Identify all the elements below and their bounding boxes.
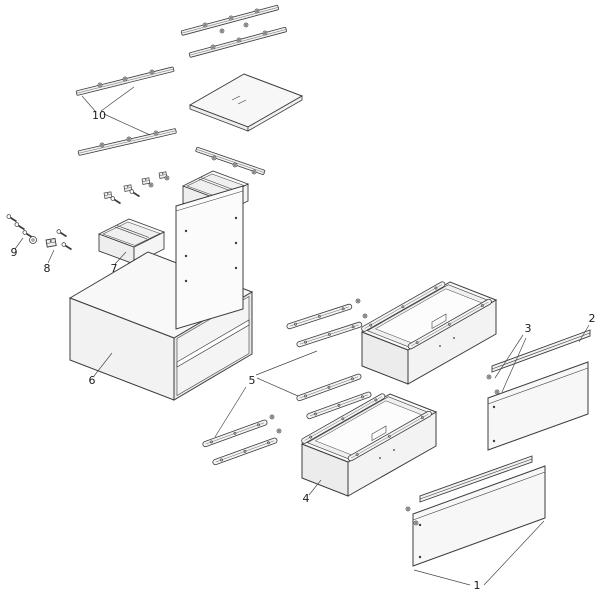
callout-leaders [14,86,590,586]
screw-icon [56,228,68,238]
wall-rail-upper-assembly [180,4,288,58]
front-trim-lower [419,455,533,503]
screw-icon [243,22,249,28]
callout-10: 10 [92,109,106,122]
leader-8 [47,249,55,264]
screw-icon [110,195,122,205]
clip-icon [103,191,113,199]
top-panel [188,73,304,132]
callout-5: 5 [249,374,256,387]
screw-icon [236,37,242,43]
leader-3 [494,334,527,393]
cam-disc-icon [29,236,37,244]
screw-icon [362,313,368,319]
screw-icon [355,298,361,304]
screw-icon [405,506,411,512]
screw-icon [269,414,275,420]
leader-7 [114,251,127,265]
screw-icon [276,428,282,434]
leader-2 [578,324,590,343]
mounting-rail-icon [188,26,288,58]
screw-icon [219,28,225,34]
fitting-set-8 [45,228,73,251]
clip-icon [141,177,151,185]
screw-icon [202,22,208,28]
screw-icon [251,169,257,175]
leader-4 [308,479,322,496]
screw-icon [164,175,170,181]
leader-5 [214,350,318,438]
leader-10 [81,86,151,136]
callout-3: 3 [525,322,532,335]
screw-icon [254,8,260,14]
drawer-slide-icon [285,303,353,330]
drawer-slide-icon [295,372,363,402]
screw-icon [129,188,141,198]
callout-2: 2 [589,312,596,325]
screw-icon [22,229,34,239]
screw-icon [413,520,419,526]
screw-icon [228,15,234,21]
screw-icon [210,44,216,50]
wall-rail-left [75,66,175,96]
screw-icon [153,130,159,136]
fitting-set-9 [6,213,37,244]
drawer-box-upper [361,281,496,384]
front-panel-lower [405,465,546,567]
screw-icon [122,76,128,82]
screw-icon [211,155,217,161]
screw-icon [262,30,268,36]
screw-icon [14,221,26,231]
callout-4: 4 [303,492,310,505]
bracket-icon [45,237,57,248]
callout-labels: 1 2 3 4 5 6 7 8 9 10 [11,109,596,592]
mounting-profile-right [195,146,266,175]
drawer-slide-icon [295,321,363,348]
screw-icon [232,162,238,168]
cam-disc-hole [31,238,35,242]
leader-9 [14,237,24,250]
front-panel-upper [486,361,589,451]
mounting-rail-icon [77,128,177,156]
back-panel [175,185,244,330]
drawer-slide-icon [201,418,269,448]
screw-icon [99,142,105,148]
drawer-slide-icon [211,436,279,466]
callout-6: 6 [89,374,96,387]
screw-icon [486,374,492,380]
fixing-clips-row [103,171,170,205]
front-trim-upper [491,329,591,373]
callout-9: 9 [11,246,18,259]
callout-7: 7 [111,262,118,275]
screw-icon [61,241,73,251]
screw-icon [6,213,18,223]
screw-icon [148,182,154,188]
screw-icon [97,82,103,88]
leader-6 [93,352,113,377]
screw-icon [126,136,132,142]
screw-icon [149,69,155,75]
leader-1 [413,520,545,586]
mounting-profile-left [77,128,177,156]
cabinet-mid-rail [176,319,250,368]
callout-1: 1 [474,579,481,592]
callout-8: 8 [44,262,51,275]
screw-icon [494,389,500,395]
